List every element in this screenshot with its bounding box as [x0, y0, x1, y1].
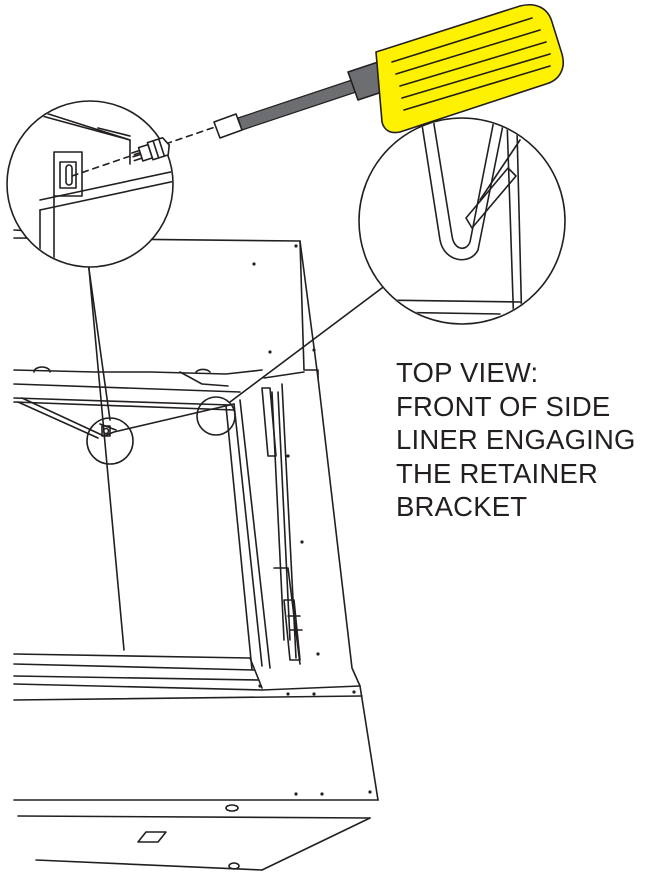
magnified-view-screw [6, 100, 174, 268]
detail-callout-circle-right [196, 396, 236, 436]
panel-fastener-dots [252, 244, 372, 796]
caption-line-3: LINER ENGAGING [396, 424, 636, 455]
top-view-caption: TOP VIEW: FRONT OF SIDE LINER ENGAGING T… [396, 356, 672, 524]
leader-line-left [87, 261, 111, 421]
caption-line-4: THE RETAINER [396, 457, 599, 489]
caption-line-5: BRACKET [396, 491, 528, 522]
screwdriver-icon [213, 4, 564, 139]
screw-icon [131, 136, 171, 162]
frame-screw [101, 425, 111, 437]
caption-line-2: FRONT OF SIDE [396, 390, 611, 422]
leader-line-right [229, 284, 387, 403]
caption-line-1: TOP VIEW: [396, 357, 539, 388]
detail-callout-circle-left [86, 417, 134, 465]
fireplace-body [13, 229, 379, 871]
